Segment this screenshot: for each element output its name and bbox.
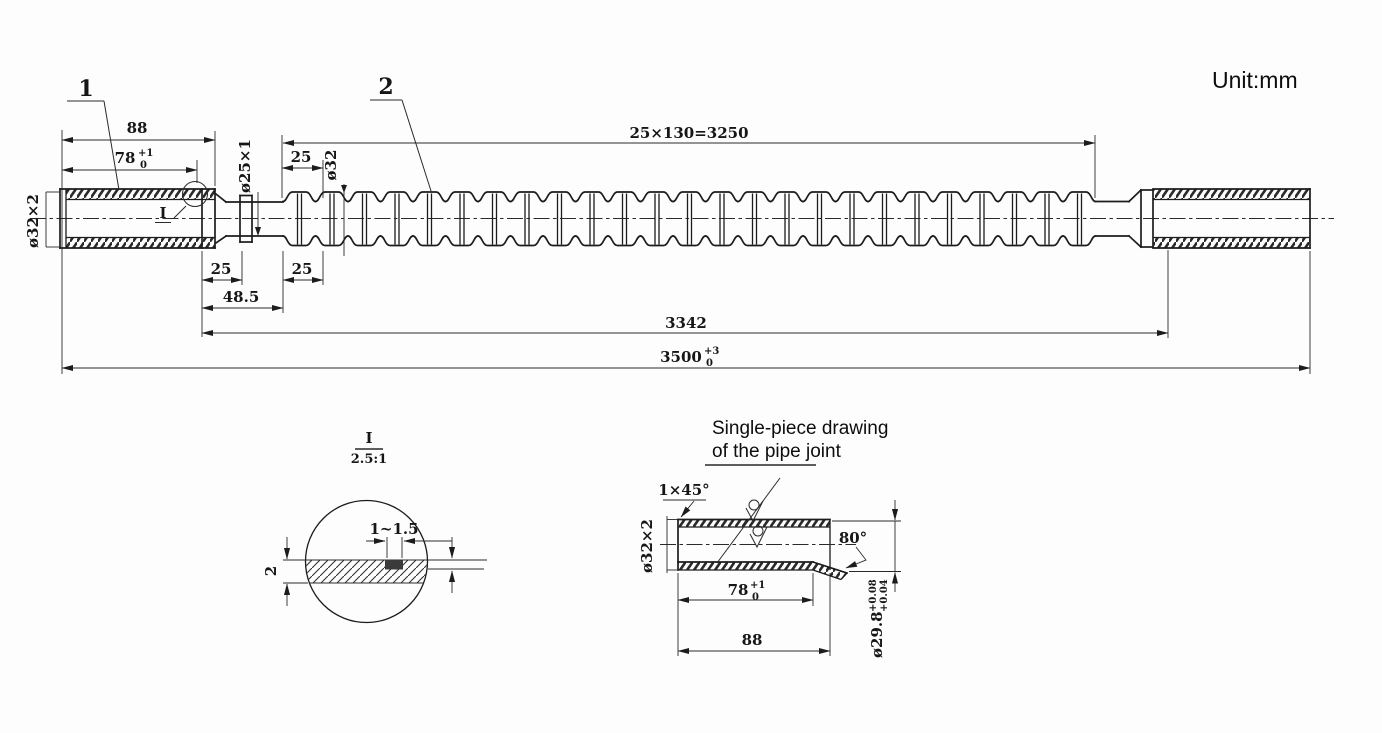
- left-neck-section: [214, 192, 284, 245]
- joint-pipe-spec: ø32×2: [638, 516, 678, 573]
- dim-total-length: 3500 +3 0: [61, 346, 1311, 372]
- pipe-spec-left-label: ø32×2: [24, 194, 42, 248]
- dim-outer-dia-label: ø32: [322, 150, 340, 181]
- dim-insert-depth-tol-dn: 0: [140, 160, 147, 171]
- dim-flare-dia-tol-up: +0.08: [868, 579, 879, 612]
- dim-seg2: 25: [282, 260, 324, 284]
- right-joint-top-wall-hatch: [1153, 189, 1310, 200]
- detail-marker-label: I: [159, 204, 166, 222]
- dim-body-length-label: 3342: [665, 314, 707, 332]
- right-joint-bottom-wall-hatch: [1153, 237, 1310, 248]
- dim-insert-depth: 78 +1 0: [61, 148, 198, 174]
- dim-total-tol-dn: 0: [706, 358, 713, 369]
- dim-joint-depth: 78 +1 0: [677, 573, 814, 606]
- surface-roughness-callout: [716, 477, 781, 564]
- part-balloon-2: 2: [370, 74, 432, 193]
- dim-pitch-top-label: 25: [291, 148, 312, 166]
- dim-body-length: 3342: [201, 314, 1169, 337]
- roughness-symbol-upper: [745, 499, 764, 523]
- joint-view-title-line2: of the pipe joint: [712, 441, 842, 462]
- pipe-joint-view: Single-piece drawing of the pipe joint: [638, 418, 901, 658]
- detail-section-band: [306, 560, 427, 584]
- dim-flare-dia: ø29.8 +0.08 +0.04: [832, 500, 901, 658]
- dim-flare-dia-label: ø29.8: [868, 611, 886, 658]
- joint-view-title-line1: Single-piece drawing: [712, 418, 888, 439]
- dim-weld-width: 1~1.5: [366, 520, 452, 558]
- dim-seg2-label: 25: [292, 260, 313, 278]
- dim-flare-angle-label: 80°: [839, 529, 867, 547]
- dim-neck-tube-label: ø25×1: [236, 139, 254, 193]
- dim-joint-length: 88: [61, 119, 216, 144]
- left-joint-top-wall-hatch: [66, 189, 215, 200]
- main-view: I 1 2 ø32×2: [24, 74, 1334, 374]
- pipe-spec-left-callout: ø32×2: [24, 191, 60, 248]
- right-pipe-joint: [1152, 188, 1311, 249]
- detail-weld-zone: [385, 560, 403, 570]
- joint-pipe-spec-label: ø32×2: [638, 519, 656, 573]
- dim-corrugation-total-label: 25×130=3250: [629, 124, 748, 142]
- dim-insert-depth-tol-up: +1: [138, 148, 153, 159]
- dim-joint-overall-length: 88: [677, 573, 831, 656]
- dim-total-length-label: 3500: [660, 348, 702, 366]
- left-pipe-joint: [59, 188, 216, 249]
- dim-outer-dia: ø32: [322, 150, 347, 256]
- detail-view-I: I 2.5:1 1~1.5 2: [262, 429, 487, 624]
- detail-view-circle: [304, 499, 429, 624]
- dim-joint-overall-length-label: 88: [742, 631, 763, 649]
- dim-offset-label: 48.5: [223, 288, 260, 306]
- dim-seg1-label: 25: [211, 260, 232, 278]
- dim-chamfer-label: 1×45°: [658, 481, 709, 499]
- dim-insert-depth-label: 78: [115, 149, 136, 167]
- unit-label: Unit:mm: [1212, 67, 1298, 93]
- dim-total-tol-up: +3: [704, 346, 719, 357]
- dim-weld-width-label: 1~1.5: [369, 520, 418, 538]
- dim-pitch-top: 25: [281, 148, 324, 172]
- dim-joint-length-label: 88: [127, 119, 148, 137]
- dim-corrugation-total: 25×130=3250: [282, 124, 1096, 147]
- dim-chamfer: 1×45°: [658, 481, 710, 518]
- left-joint-bottom-wall-hatch: [66, 237, 215, 248]
- joint-tube: [660, 518, 856, 581]
- detail-circle: [182, 181, 208, 207]
- dim-neck-tube: ø25×1: [236, 139, 261, 236]
- dim-offset: 48.5: [201, 288, 284, 312]
- dim-joint-depth-tol-dn: 0: [752, 592, 759, 603]
- detail-view-marker: I: [365, 429, 372, 447]
- part-balloon-1: 1: [67, 76, 120, 191]
- balloon-2-label: 2: [378, 74, 393, 100]
- joint-flare: [813, 562, 847, 580]
- dim-seg1: 25: [201, 260, 243, 284]
- detail-marker-I: I: [155, 181, 208, 223]
- balloon-1-label: 1: [78, 76, 93, 102]
- dim-joint-depth-tol-up: +1: [750, 580, 765, 591]
- dim-joint-depth-label: 78: [728, 581, 749, 599]
- detail-view-scale: 2.5:1: [351, 452, 387, 467]
- dim-flare-dia-tol-dn: +0.04: [879, 579, 890, 612]
- dim-wall-thickness-label: 2: [262, 566, 280, 576]
- dim-flare-angle: 80°: [839, 529, 867, 569]
- roughness-symbol-lower: [749, 525, 768, 549]
- dim-wall-thickness: 2: [262, 537, 291, 606]
